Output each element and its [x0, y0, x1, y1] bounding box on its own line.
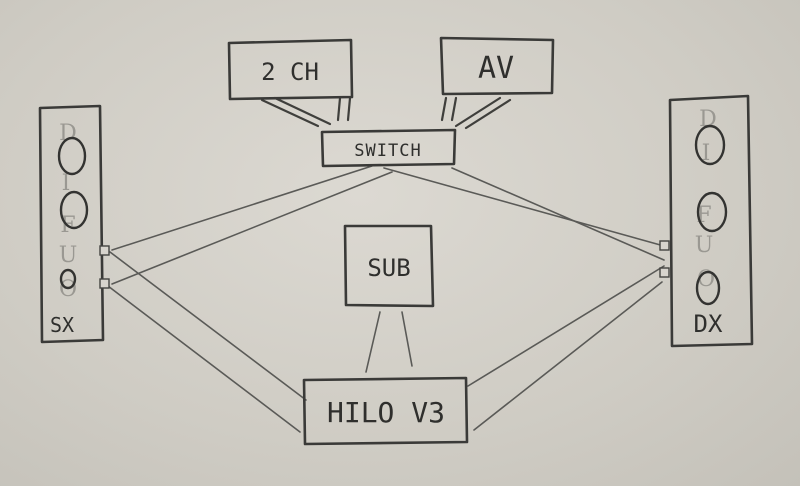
speaker-left-letter-2: I — [62, 171, 71, 196]
speaker-right-letter-2: I — [702, 141, 711, 166]
speaker-right-midrange-icon — [696, 191, 728, 233]
wire-dx-hilo-bottom — [473, 281, 663, 431]
speaker-right-woofer-icon — [695, 270, 721, 306]
speaker-right-terminal-top — [659, 240, 670, 251]
wire-2ch-switch-d — [346, 96, 352, 122]
source-av-box — [439, 36, 555, 96]
wire-hilo-sub-left — [365, 311, 381, 373]
wire-switch-sx-top — [111, 165, 373, 251]
speaker-right-tweeter-icon — [694, 124, 726, 166]
switch-label: SWITCH — [354, 141, 421, 161]
speaker-left-terminal-bottom — [99, 278, 110, 289]
speaker-left: D I F U O SX — [38, 104, 110, 344]
source-2ch-label: 2 CH — [261, 58, 319, 86]
wire-2ch-switch-b — [273, 96, 332, 126]
wire-sx-hilo-top — [109, 251, 307, 401]
speaker-left-letter-4: U — [59, 243, 78, 268]
speaker-left-label: SX — [50, 313, 74, 337]
subwoofer: SUB — [343, 224, 435, 308]
wire-dx-hilo-top — [467, 265, 665, 387]
source-av-label: AV — [478, 51, 514, 86]
speaker-right-cabinet — [668, 94, 754, 348]
speaker-right-letter-4: U — [695, 233, 714, 258]
wire-sx-hilo-bottom — [107, 285, 301, 433]
speaker-left-cabinet — [38, 104, 105, 344]
hilo-label: HILO V3 — [327, 396, 445, 429]
wire-av-switch-b — [450, 96, 458, 122]
wire-2ch-switch-c — [336, 96, 342, 122]
wire-av-switch-a — [440, 96, 448, 122]
wires — [107, 96, 665, 433]
source-2ch-box — [227, 38, 354, 101]
wire-switch-dx-bottom — [451, 167, 665, 261]
speaker-right-label: DX — [694, 310, 723, 338]
wire-hilo-sub-right — [401, 311, 413, 367]
wire-av-switch-c — [454, 96, 502, 128]
source-av: AV — [439, 36, 555, 96]
wire-switch-sx-bottom — [111, 171, 393, 285]
speaker-right: D I F U O DX — [659, 94, 754, 348]
wire-switch-dx-top — [383, 167, 665, 247]
speaker-left-terminal-top — [99, 245, 110, 256]
hilo-box — [302, 376, 469, 446]
subwoofer-box — [343, 224, 435, 308]
wire-2ch-switch-a — [260, 98, 320, 128]
speaker-right-terminal-bottom — [659, 267, 670, 278]
speaker-left-tweeter-icon — [57, 136, 87, 176]
wire-av-switch-d — [464, 98, 512, 130]
subwoofer-label: SUB — [367, 254, 410, 282]
hilo-amplifier: HILO V3 — [302, 376, 469, 446]
speaker-left-letter-5: O — [59, 277, 77, 302]
switch-box — [320, 128, 457, 168]
speaker-left-woofer-icon — [59, 268, 77, 290]
source-2ch: 2 CH — [227, 38, 354, 101]
speaker-left-letter-1: D — [59, 121, 77, 146]
switch: SWITCH — [320, 128, 457, 168]
speaker-left-midrange-icon — [59, 190, 89, 230]
